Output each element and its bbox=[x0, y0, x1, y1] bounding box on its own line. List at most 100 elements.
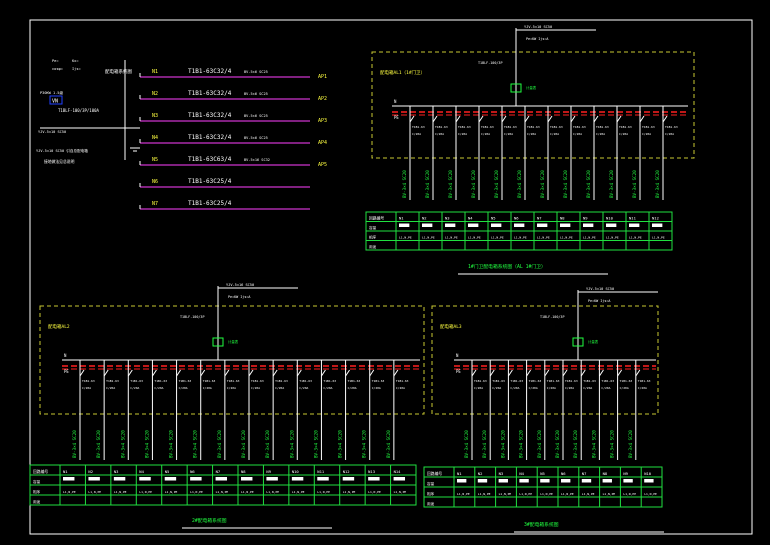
table-value-block bbox=[317, 477, 329, 481]
table-header-cell: N2 bbox=[478, 471, 483, 476]
circuit-breaker-label: T1B1-63 bbox=[642, 125, 655, 129]
table-phase-cell: L1,N,PE bbox=[582, 492, 595, 496]
circuit-cable-label: BV-3×4 SC20 bbox=[563, 170, 568, 198]
circuit-cable-label: BV-3×4 SC20 bbox=[217, 430, 222, 458]
breaker-contact bbox=[455, 115, 461, 123]
table-value-block bbox=[215, 477, 228, 481]
table-header-cell: N11 bbox=[629, 216, 637, 221]
circuit-rating-label: C/20A bbox=[583, 386, 592, 390]
table-value-block bbox=[602, 479, 612, 483]
circuit-rating-label: C/20A bbox=[130, 386, 139, 390]
table-header-cell: N13 bbox=[368, 469, 375, 474]
table-phase-cell: L1,N,PE bbox=[560, 236, 573, 240]
incoming-cable-label: YJV-5×10 SC50 bbox=[38, 130, 66, 134]
circuit-breaker-label: T1B1-63 bbox=[620, 379, 633, 383]
table-phase-cell: L1,N,PE bbox=[114, 490, 127, 494]
circuit-breaker-label: T1B1-63 bbox=[619, 125, 632, 129]
circuit-rating-label: C/20A bbox=[299, 386, 308, 390]
table-row-label: 用途 bbox=[33, 499, 41, 504]
meter-label: 计量表 bbox=[526, 85, 537, 90]
circuit-breaker-label: T1B1-63 bbox=[275, 379, 288, 383]
circuit-cable-label: BV-3×4 SC20 bbox=[591, 430, 596, 458]
table-value-block bbox=[477, 479, 488, 483]
table-phase-cell: L1,N,PE bbox=[537, 236, 550, 240]
table-phase-cell: L1,N,PE bbox=[399, 236, 412, 240]
table-row-label: 容量 bbox=[369, 225, 377, 230]
circuit-cable-label: BV-3×4 SC20 bbox=[338, 430, 343, 458]
circuit-rating-label: C/20A bbox=[619, 132, 628, 136]
circuit-breaker-label: T1B1-63 bbox=[527, 125, 540, 129]
table-header-cell: N14 bbox=[394, 469, 402, 474]
table-value-block bbox=[652, 223, 663, 227]
circuit-cable-label: BV-3×4 SC20 bbox=[265, 430, 270, 458]
table-header-cell: N4 bbox=[139, 469, 144, 474]
breaker-contact bbox=[635, 369, 641, 377]
circuit-cable-label: BV-3×4 SC20 bbox=[555, 430, 560, 458]
circuit-rating-label: C/20A bbox=[348, 386, 357, 390]
table-row-label: 用途 bbox=[427, 501, 435, 506]
outgoing-circuit: T1B1-63C/20A BV-3×4 SC20 bbox=[610, 360, 633, 460]
table-header-cell: N1 bbox=[457, 471, 462, 476]
circuit-cable-label: BV-3×4 SC20 bbox=[610, 430, 615, 458]
breaker-contact bbox=[224, 369, 230, 377]
table-value-block bbox=[139, 477, 151, 481]
circuit-rating-label: C/20A bbox=[620, 386, 629, 390]
circuit-cable-label: BV-3×4 SC20 bbox=[573, 430, 578, 458]
circuit-breaker-label: T1B1-63 bbox=[458, 125, 471, 129]
breaker-contact bbox=[489, 369, 495, 377]
breaker-contact bbox=[200, 369, 206, 377]
main-breaker-label: T1BLF-100/3P bbox=[478, 61, 503, 65]
table-row-label: 相序 bbox=[427, 491, 435, 496]
circuit-breaker-label: T1B1-63 bbox=[638, 379, 651, 383]
circuit-cable-label: BV-3×4 SC20 bbox=[540, 170, 545, 198]
circuit-cable-label: BV-3×4 SC20 bbox=[193, 430, 198, 458]
circuit-cable-label: BV-3×4 SC20 bbox=[169, 430, 174, 458]
table-value-block bbox=[368, 477, 380, 481]
circuit-breaker-label: T1B1-63 bbox=[323, 379, 336, 383]
circuit-cable-label: BV-5×6 SC25 bbox=[244, 114, 268, 118]
circuit-breaker-label: T1B1-63 bbox=[154, 379, 167, 383]
meter-label: 计量表 bbox=[588, 339, 599, 344]
table-phase-cell: L1,N,PE bbox=[63, 490, 76, 494]
table-header-cell: N3 bbox=[445, 216, 450, 221]
breaker-contact bbox=[152, 369, 157, 377]
table-header-cell: N2 bbox=[88, 469, 93, 474]
table-value-block bbox=[519, 479, 529, 483]
circuit-breaker-label: T1B1-63C32/4 bbox=[188, 90, 232, 97]
drawing-frame bbox=[29, 19, 753, 535]
table-phase-cell: L1,N,PE bbox=[190, 490, 203, 494]
breaker-contact bbox=[409, 115, 415, 123]
diagram-caption: 1#门卫配电箱系统图（AL 1#门卫） bbox=[468, 263, 546, 270]
table-header-cell: N10 bbox=[292, 469, 300, 474]
circuit-cable-label: BV-3×4 SC20 bbox=[537, 430, 542, 458]
table-value-block bbox=[491, 223, 502, 227]
circuit-rating-label: C/20A bbox=[601, 386, 610, 390]
circuit-cable-label: BV-5×6 SC25 bbox=[244, 136, 268, 140]
circuit-cable-label: BV-3×4 SC20 bbox=[609, 170, 614, 198]
breaker-contact bbox=[562, 369, 568, 377]
table-header-cell: N9 bbox=[583, 216, 588, 221]
outgoing-circuit: T1B1-63C/20A BV-3×4 SC20 bbox=[609, 106, 632, 200]
table-phase-cell: L1,N,PE bbox=[88, 490, 101, 494]
enclosure-label: 配电箱AL3 bbox=[440, 323, 462, 330]
circuit-breaker-label: T1B1-63 bbox=[412, 125, 425, 129]
diagram-caption: 2#配电箱系统图 bbox=[192, 517, 227, 524]
table-row-label: 相序 bbox=[33, 489, 41, 494]
meter-symbol bbox=[572, 337, 584, 347]
circuit-rating-label: C/20A bbox=[275, 386, 284, 390]
table-header-cell: N10 bbox=[644, 471, 652, 476]
table-phase-cell: L1,N,PE bbox=[540, 492, 553, 496]
table-header-cell: N5 bbox=[540, 471, 545, 476]
table-phase-cell: L1,N,PE bbox=[241, 490, 254, 494]
circuit-rating-label: C/20A bbox=[474, 386, 483, 390]
